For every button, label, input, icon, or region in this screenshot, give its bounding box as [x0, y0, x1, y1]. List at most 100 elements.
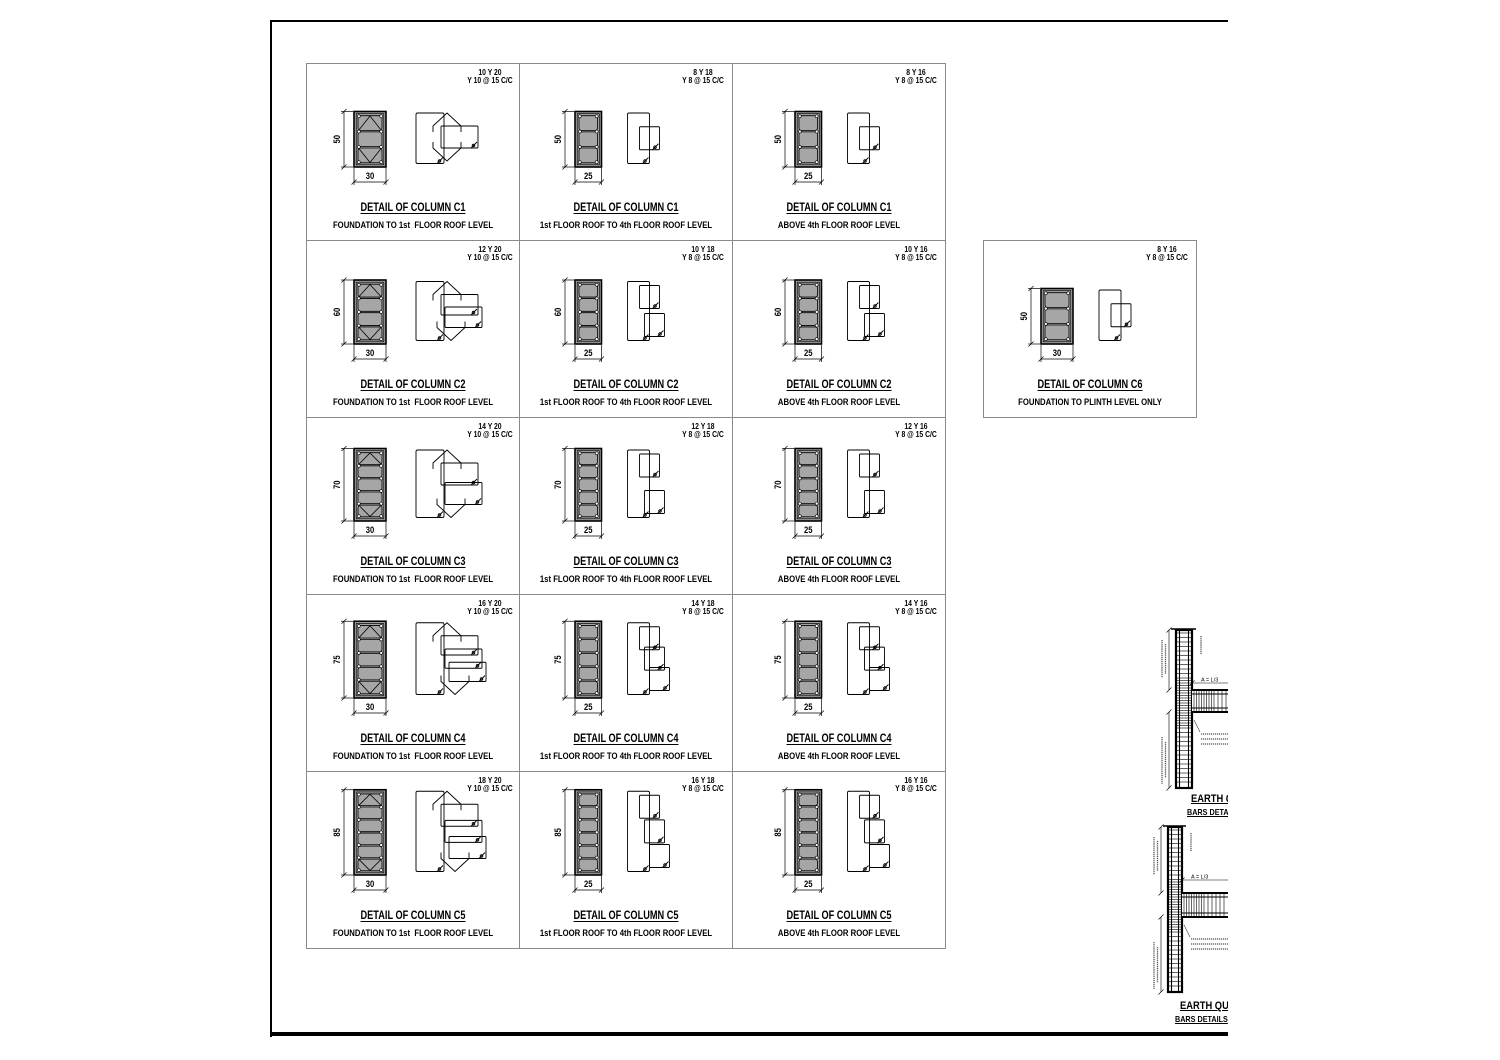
rebar	[594, 637, 599, 642]
detail-title: DETAIL OF COLUMN C1	[360, 202, 466, 214]
perimeter-tie-shape	[415, 790, 445, 872]
lateral-ties-label: Y 8 @ 15 C/C	[895, 607, 937, 616]
rebar	[594, 310, 599, 314]
rebar	[577, 843, 582, 847]
rebar	[379, 145, 383, 149]
tie-hook-bar	[873, 304, 877, 308]
longitudinal-bars-label: 10 Y 20	[478, 68, 502, 77]
tie-shapes	[415, 112, 479, 164]
dimension-tick	[598, 356, 605, 362]
section-outline	[353, 110, 387, 168]
rebar	[594, 868, 599, 872]
rebar	[594, 624, 599, 628]
section-link-tie	[798, 625, 818, 639]
width-dimension	[572, 522, 605, 539]
tie-hook	[642, 688, 649, 695]
dimension-tick	[782, 341, 788, 347]
rebar	[798, 129, 802, 134]
dimension-tick	[562, 445, 568, 452]
section-perimeter-tie	[576, 623, 600, 697]
section-perimeter-tie	[796, 113, 820, 166]
section-link-tie	[578, 845, 598, 859]
rebar	[356, 282, 361, 287]
rebar	[798, 830, 802, 835]
link-tie-shape	[859, 626, 880, 651]
tie-hook	[642, 511, 649, 518]
width-label: 30	[366, 170, 375, 181]
tie-hook-bar	[863, 159, 867, 163]
perimeter-tie-shape	[847, 281, 870, 341]
tie-shapes	[627, 622, 670, 695]
rebar	[577, 501, 582, 506]
tie-hook-bar	[1124, 322, 1129, 326]
rebar	[379, 129, 383, 134]
column-cross-section	[353, 279, 387, 345]
rebar	[577, 691, 582, 695]
rebar	[577, 624, 582, 628]
zone-dimension-label: A = L/3	[1201, 678, 1218, 684]
detail-level: ABOVE 4th FLOOR ROOF LEVEL	[777, 928, 901, 938]
rebar	[356, 817, 361, 822]
dimension-tick	[351, 356, 357, 362]
tie-hook-bar	[663, 863, 667, 867]
leader-line	[1193, 719, 1201, 733]
link-tie-shape	[448, 836, 487, 859]
section-outline	[794, 620, 823, 699]
rebar	[577, 817, 582, 822]
section-link-tie	[578, 666, 598, 681]
dimension-tick	[383, 887, 389, 893]
tie-hook-bar	[653, 472, 657, 477]
rebar	[814, 868, 819, 872]
section-link-tie	[357, 465, 383, 478]
section-perimeter-tie	[796, 791, 820, 874]
dimension-tick	[1070, 356, 1076, 362]
tie-hook	[436, 865, 444, 872]
section-diamond-tie	[357, 504, 383, 518]
detail-title: DETAIL OF COLUMN C5	[360, 910, 466, 922]
rebar	[577, 282, 582, 287]
rebar	[379, 160, 383, 164]
rebar	[798, 792, 802, 797]
lateral-ties-label: Y 10 @ 15 C/C	[467, 76, 513, 85]
section-link-tie	[798, 652, 818, 667]
rebar	[356, 489, 361, 493]
dimension-tick	[572, 356, 578, 362]
rebar	[814, 310, 819, 314]
column-cross-section	[574, 279, 603, 345]
diamond-link-top	[432, 112, 462, 132]
tie-hook-bar	[1114, 336, 1119, 340]
lateral-ties-label: Y 8 @ 15 C/C	[1146, 253, 1188, 262]
rebar	[356, 651, 361, 655]
tie-hook-bar	[643, 690, 647, 694]
rebar	[798, 805, 802, 809]
detail-title: DETAIL OF COLUMN C3	[786, 556, 892, 568]
dimension-tick	[562, 618, 568, 624]
section-link-tie	[798, 147, 818, 164]
tie-hook	[657, 836, 664, 844]
depth-label: 75	[772, 655, 783, 664]
dimension-tick	[383, 533, 389, 539]
link-tie-shape	[649, 667, 670, 691]
rebar	[814, 464, 819, 468]
tie-hook-bar	[873, 472, 877, 477]
section-link-tie	[578, 115, 598, 131]
diamond-link-top	[432, 790, 462, 811]
width-label: 25	[584, 347, 593, 358]
rebar	[577, 868, 582, 872]
rebar	[356, 114, 361, 119]
longitudinal-bars-label: 16 Y 18	[691, 776, 715, 785]
tie-shapes	[627, 790, 670, 872]
link-tie-shape	[869, 667, 890, 691]
tie-hook	[862, 511, 869, 518]
rebar	[379, 805, 383, 809]
rebar	[379, 296, 383, 301]
tie-shapes	[415, 449, 483, 519]
section-link-tie	[578, 131, 598, 148]
